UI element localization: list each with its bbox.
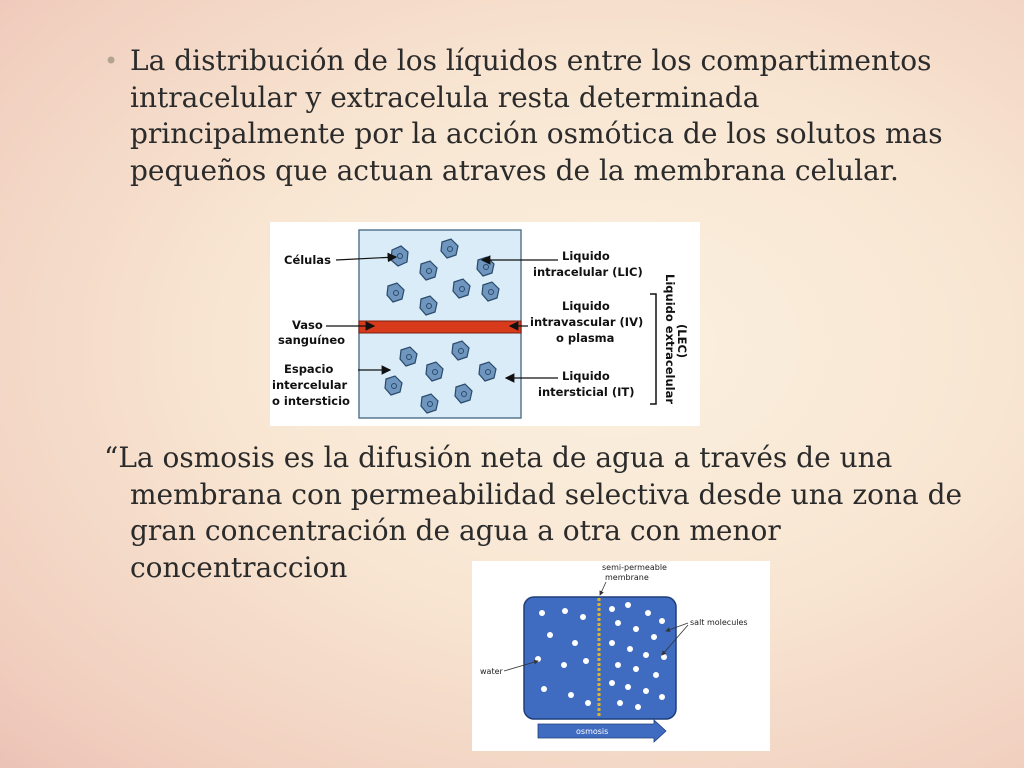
label-osmosis: osmosis bbox=[576, 727, 608, 736]
label-espacio-3: o intersticio bbox=[272, 394, 350, 408]
molecules-right bbox=[609, 602, 667, 710]
bullet-icon: • bbox=[104, 47, 119, 75]
blood-vessel-band bbox=[358, 320, 522, 334]
fluid-compartments-figure: Células Vaso sanguíneo Espacio intercelu… bbox=[270, 222, 700, 426]
label-espacio-1: Espacio bbox=[284, 362, 333, 376]
arrow-celulas bbox=[335, 252, 398, 263]
label-salt: salt molecules bbox=[690, 618, 748, 627]
osmosis-arrow-icon bbox=[537, 719, 667, 743]
label-iv-3: o plasma bbox=[556, 331, 614, 345]
paragraph-distribution: • La distribución de los líquidos entre … bbox=[104, 43, 954, 189]
label-membrane-2: membrane bbox=[605, 573, 649, 582]
cells-upper bbox=[386, 238, 500, 316]
arrow-membrane bbox=[599, 581, 607, 596]
paragraph-distribution-text: La distribución de los líquidos entre lo… bbox=[130, 44, 943, 187]
lec-bracket bbox=[650, 293, 657, 405]
label-lec-1: Liquido extracelular bbox=[663, 274, 677, 404]
label-iv-2: intravascular (IV) bbox=[530, 315, 643, 329]
arrow-water bbox=[503, 659, 539, 672]
label-lic-2: intracelular (LIC) bbox=[533, 265, 643, 279]
arrow-salt-2 bbox=[661, 624, 689, 656]
label-water: water bbox=[480, 667, 504, 676]
paragraph-osmosis: “La osmosis es la difusión neta de agua … bbox=[104, 441, 963, 584]
osmosis-figure: semi-permeable membrane salt molecules w… bbox=[472, 561, 770, 751]
label-vaso-1: Vaso bbox=[292, 318, 323, 332]
label-iv-1: Liquido bbox=[562, 299, 610, 313]
label-membrane-1: semi-permeable bbox=[602, 563, 667, 572]
label-celulas: Células bbox=[284, 253, 331, 267]
molecules-left bbox=[535, 608, 591, 706]
label-it-1: Liquido bbox=[562, 369, 610, 383]
fluid-compartments-svg: Células Vaso sanguíneo Espacio intercelu… bbox=[272, 229, 689, 419]
arrow-salt-1 bbox=[665, 622, 689, 632]
cell-nuclei-lower bbox=[391, 348, 491, 407]
cells-lower bbox=[384, 340, 497, 414]
label-lic-1: Liquido bbox=[562, 249, 610, 263]
label-espacio-2: intercelular bbox=[272, 378, 348, 392]
label-it-2: intersticial (IT) bbox=[538, 385, 634, 399]
label-vaso-2: sanguíneo bbox=[278, 333, 345, 347]
label-lec-2: (LEC) bbox=[675, 324, 689, 358]
osmosis-svg: semi-permeable membrane salt molecules w… bbox=[480, 563, 748, 743]
